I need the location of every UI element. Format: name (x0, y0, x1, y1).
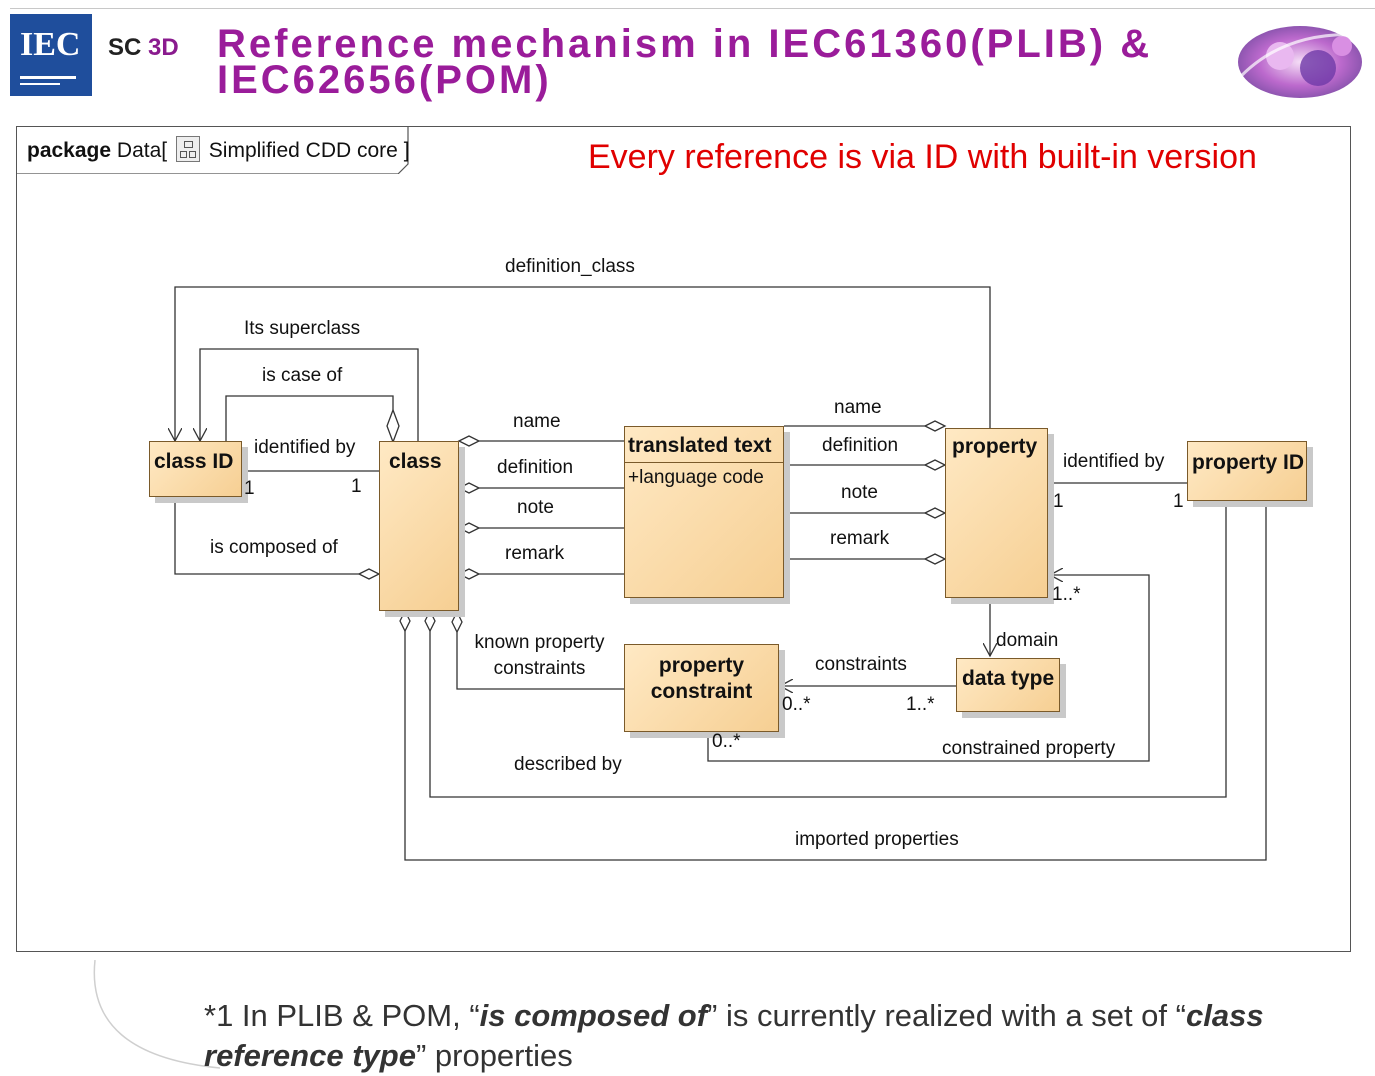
package-tab (16, 126, 409, 174)
property-constraint-name: property constraint (650, 654, 753, 703)
diamond-described-by (424, 609, 436, 633)
label-constrained-multiplicity: 1..* (1052, 584, 1081, 605)
committee-number: 3D (148, 34, 179, 61)
label-described-by-multiplicity: 0..* (712, 731, 741, 752)
label-identified-by-class: identified by (254, 437, 356, 458)
package-open-bracket: [ (161, 139, 168, 162)
label-domain: domain (996, 630, 1059, 651)
iec-logo: IEC (10, 14, 92, 96)
logo-text: IEC (20, 26, 81, 63)
diamond-name-left (457, 435, 481, 447)
committee-prefix: SC (108, 34, 142, 61)
diamond-definition-left (457, 482, 481, 494)
translated-text-separator (625, 462, 783, 463)
package-keyword: package (27, 139, 112, 162)
package-diagram-name: Simplified CDD core (208, 139, 398, 162)
footnote-emphasis-2: class reference type (204, 998, 1264, 1073)
label-constrained-property: constrained property (942, 738, 1116, 759)
label-class-multiplicity: 1 (351, 476, 362, 497)
diamond-is-case-of (386, 408, 400, 444)
class-box-class: class (379, 441, 459, 611)
label-identified-by-property: identified by (1063, 451, 1165, 472)
label-definition-right: definition (822, 435, 899, 456)
data-type-name: data type (962, 667, 1055, 690)
label-class-id-multiplicity: 1 (244, 478, 255, 499)
label-property-id-multiplicity: 1 (1173, 491, 1184, 512)
property-name: property (952, 435, 1038, 458)
diamond-remark-right (923, 553, 947, 565)
label-constraints: constraints (815, 654, 907, 675)
class-box-property-constraint: property constraint (624, 644, 779, 732)
diamond-note-left (457, 522, 481, 534)
class-box-data-type: data type (956, 658, 1060, 712)
label-definition-left: definition (497, 457, 574, 478)
diamond-definition-right (923, 459, 947, 471)
footnote: *1 In PLIB & POM, “is composed of” is cu… (204, 996, 1374, 1076)
committee-label: SC 3D (108, 34, 179, 62)
headline: Every reference is via ID with built-in … (588, 138, 1257, 176)
package-name: Data (116, 139, 162, 162)
label-remark-right: remark (830, 528, 890, 549)
diamond-remark-left (457, 568, 481, 580)
line-definition-class (175, 286, 991, 441)
class-box-property-id: property ID (1187, 441, 1307, 501)
label-constraints-multiplicity-right: 1..* (906, 694, 935, 715)
diamond-is-composed-of (357, 568, 381, 580)
label-name-right: name (834, 397, 882, 418)
class-box-property: property (945, 428, 1048, 598)
label-name-left: name (513, 411, 561, 432)
label-is-composed-of: is composed of (210, 537, 338, 558)
label-known-property-constraints: known property constraints (474, 632, 605, 679)
footnote-middle: ” is currently realized with a set of “ (707, 998, 1186, 1033)
line-described-by (429, 501, 1227, 798)
logo-bar-2 (20, 83, 60, 85)
property-id-name: property ID (1192, 451, 1305, 474)
footnote-suffix: ” properties (415, 1038, 573, 1073)
line-imported-properties (404, 501, 1267, 861)
line-its-superclass (200, 348, 419, 443)
label-imported-properties: imported properties (795, 829, 959, 850)
line-constrained-property (707, 575, 1150, 762)
label-remark-left: remark (505, 543, 565, 564)
diamond-name-right (923, 420, 947, 432)
diamond-note-right (923, 507, 947, 519)
label-definition-class: definition_class (505, 256, 635, 277)
label-constraints-multiplicity-left: 0..* (782, 694, 811, 715)
class-box-translated-text: translated text +language code (624, 426, 784, 598)
logo-bar (20, 76, 76, 79)
translated-text-attribute: +language code (628, 467, 764, 488)
diamond-imported-properties (399, 609, 411, 633)
class-box-class-id: class ID (149, 441, 242, 497)
label-note-left: note (517, 497, 554, 518)
decorative-curve (93, 960, 221, 1069)
slide-title: Reference mechanism in IEC61360(PLIB) & … (217, 22, 1153, 102)
footnote-emphasis-1: is composed of (479, 998, 708, 1033)
package-close-bracket: ] (403, 139, 410, 162)
footnote-prefix: *1 In PLIB & POM, “ (204, 998, 480, 1033)
label-note-right: note (841, 482, 878, 503)
diamond-known-constraints (451, 610, 463, 634)
line-is-case-of (225, 395, 394, 441)
label-described-by: described by (514, 754, 622, 775)
label-is-case-of: is case of (262, 365, 343, 386)
diagram-icon (175, 136, 200, 162)
line-known-property-constraints (456, 632, 624, 690)
diagram-frame (16, 126, 1351, 952)
decorative-orb-image (1222, 16, 1375, 100)
header-divider (10, 8, 1375, 9)
label-its-superclass: Its superclass (244, 318, 361, 339)
class-id-name: class ID (154, 450, 234, 473)
package-label: package Data[ Simplified CDD core ] (27, 136, 410, 163)
label-property-multiplicity: 1 (1053, 491, 1064, 512)
translated-text-name: translated text (628, 434, 772, 457)
line-is-composed-of (174, 497, 359, 575)
class-name: class (389, 450, 442, 473)
